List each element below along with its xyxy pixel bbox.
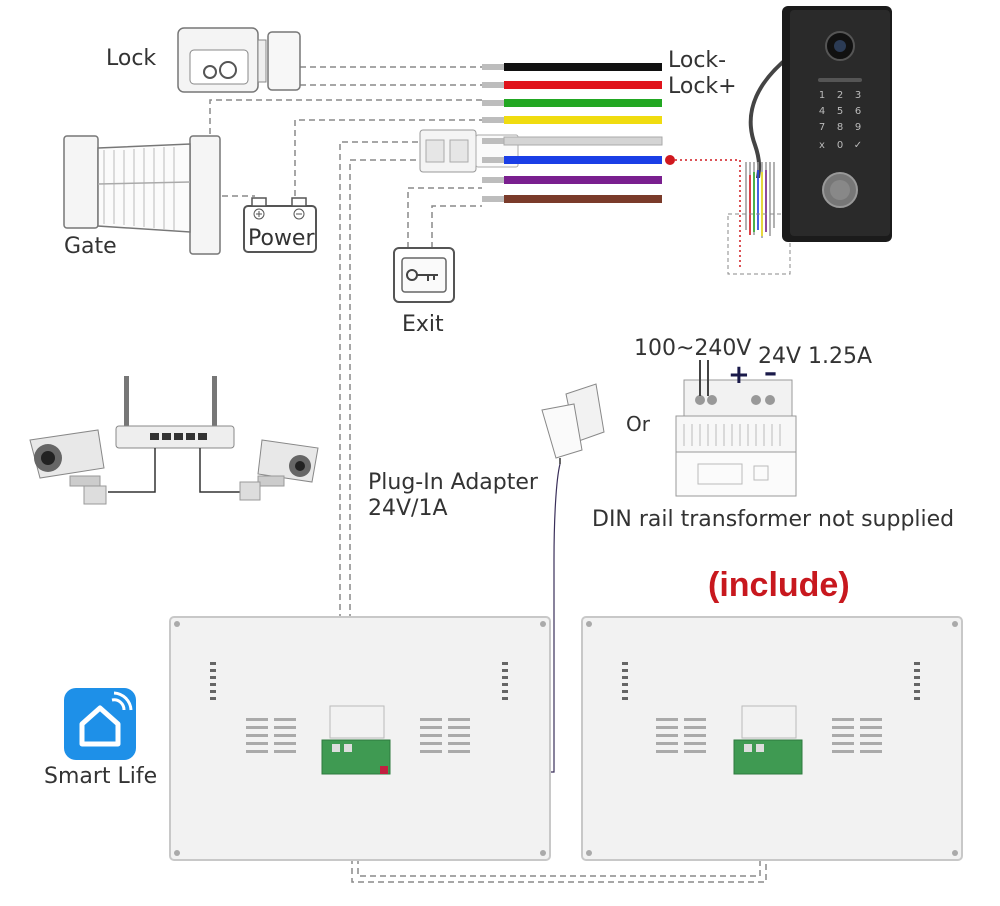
smart-life-app-icon (64, 688, 136, 760)
plug-in-adapter-icon (394, 383, 605, 773)
wire-6 (504, 156, 662, 164)
wire-3 (504, 99, 662, 107)
wire-1 (504, 63, 662, 71)
wire-tip (482, 177, 504, 183)
power-label: Power (248, 226, 315, 251)
wire-8 (504, 195, 662, 203)
lock-label: Lock (106, 46, 157, 71)
wire-tip (482, 157, 504, 163)
wire-tip (482, 100, 504, 106)
indoor-monitor-right (581, 616, 963, 861)
svg-text:8: 8 (837, 122, 843, 133)
battery-icon (243, 197, 317, 253)
wire-7 (504, 176, 662, 184)
smart-life-label: Smart Life (44, 764, 158, 789)
wire-junction-dot (665, 155, 675, 165)
signal-dotted-line (670, 159, 741, 270)
svg-text:2: 2 (837, 90, 843, 101)
svg-text:4: 4 (819, 106, 825, 117)
din-note-label: DIN rail transformer not supplied (592, 507, 955, 532)
wire-tip (482, 82, 504, 88)
doorbell-panel-icon: 1 2 3 4 5 6 7 8 9 x 0 ✓ (727, 6, 892, 275)
cctv-camera-icon (29, 429, 319, 505)
svg-text:5: 5 (837, 106, 843, 117)
wire-5 (503, 136, 663, 146)
exit-button-icon (393, 247, 455, 303)
gate-label: Gate (64, 234, 117, 259)
adapter-label-line1: Plug-In Adapter (368, 470, 538, 495)
plus-sign-label: + (728, 360, 750, 390)
router-icon (108, 376, 256, 493)
lock-plus-label: Lock+ (668, 74, 737, 99)
gate-icon (63, 135, 221, 255)
wire-2 (504, 81, 662, 89)
svg-text:✓: ✓ (854, 140, 862, 151)
wire-tip (482, 64, 504, 70)
include-label: (include) (708, 566, 850, 604)
indoor-monitor-left (169, 616, 551, 861)
wire-connector-block (419, 129, 519, 173)
svg-text:6: 6 (855, 106, 861, 117)
svg-text:x: x (819, 140, 825, 151)
or-label: Or (626, 412, 650, 436)
wire-tip (482, 196, 504, 202)
wire-tip (482, 138, 504, 144)
wire-bundle (482, 63, 663, 203)
minus-sign-label: – (764, 358, 777, 388)
wire-tip (482, 117, 504, 123)
exit-label: Exit (402, 312, 444, 337)
lock-minus-label: Lock- (668, 48, 727, 73)
wire-4 (504, 116, 662, 124)
din-rail-transformer-icon (675, 360, 797, 497)
svg-text:0: 0 (837, 140, 843, 151)
adapter-label-line2: 24V/1A (368, 496, 448, 521)
din-rating-label: 24V 1.25A (758, 344, 873, 369)
svg-text:9: 9 (855, 122, 861, 133)
svg-text:1: 1 (819, 90, 825, 101)
voltage-range-label: 100~240V (634, 336, 752, 361)
svg-text:7: 7 (819, 122, 825, 133)
lock-icon (177, 27, 301, 93)
svg-text:3: 3 (855, 90, 861, 101)
